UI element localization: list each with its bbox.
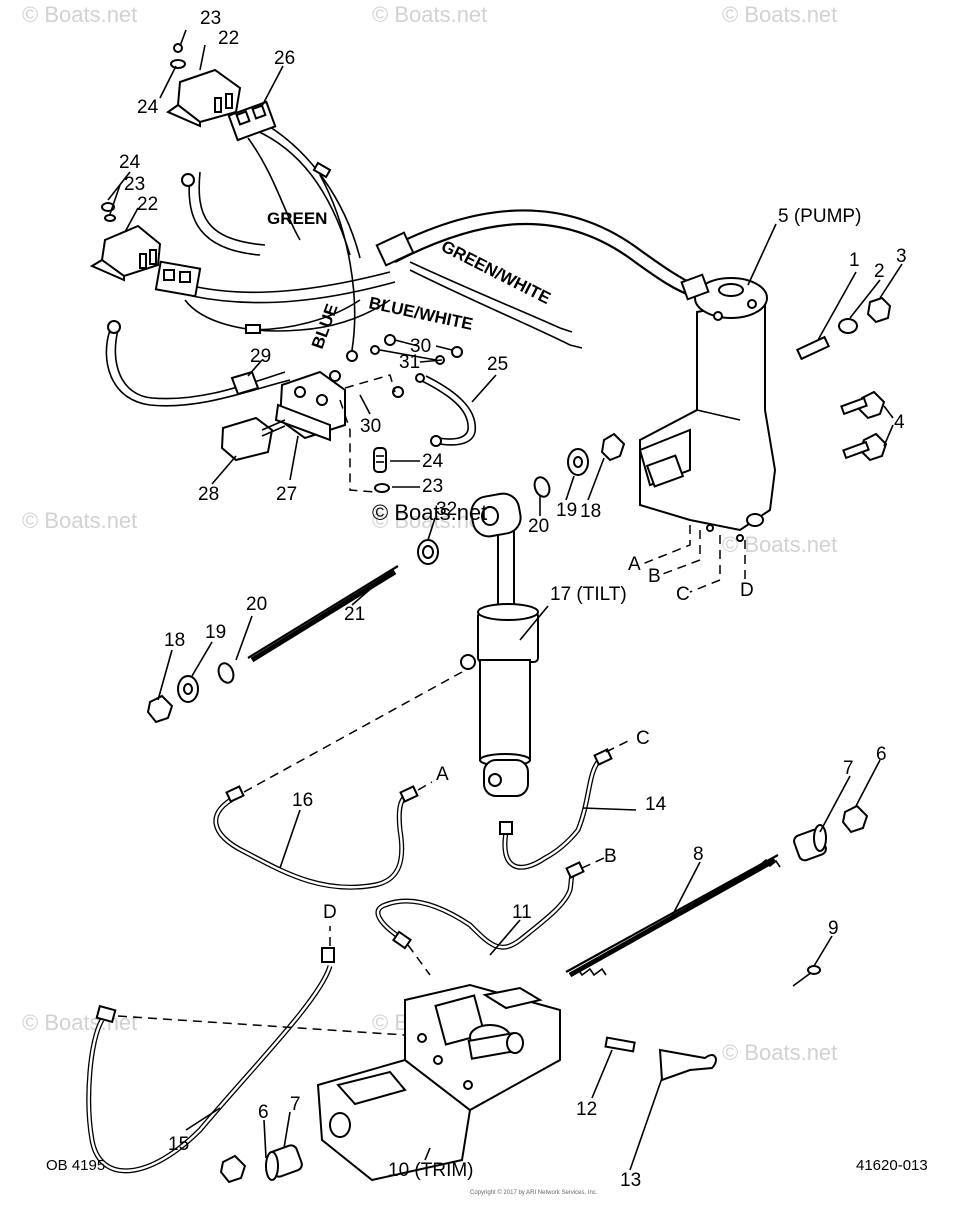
callout-6: 6: [876, 744, 887, 765]
connection-letter-a: A: [436, 764, 449, 785]
watermark: © Boats.net: [722, 1040, 837, 1065]
callout-12: 12: [576, 1099, 597, 1120]
callout-16: 16: [292, 790, 313, 811]
connection-letter-d: D: [323, 902, 337, 923]
callout-3: 3: [896, 246, 907, 267]
connection-letter-d: D: [740, 580, 754, 601]
callout-31: 31: [399, 352, 420, 373]
pivot-shaft: [146, 565, 399, 724]
callout-1: 1: [849, 250, 860, 271]
wire-label-blue-white: BLUE/WHITE: [367, 293, 474, 334]
callout-24: 24: [137, 97, 159, 118]
switch-bracket-assembly: [220, 334, 477, 493]
connection-letter-a: A: [628, 554, 641, 575]
watermark: © Boats.net: [372, 508, 487, 533]
hydraulic-lines: [86, 671, 631, 1174]
watermark: © Boats.net: [722, 2, 837, 27]
wire-label-green: GREEN: [267, 209, 327, 228]
connection-letter-b: B: [648, 566, 661, 587]
callout-24: 24: [119, 152, 141, 173]
callout-8: 8: [693, 844, 704, 865]
wire-color-labels: GREEN GREEN/WHITE BLUE BLUE/WHITE: [267, 209, 554, 351]
wiring-harness: [105, 100, 696, 407]
callout-10-trim: 10 (TRIM): [388, 1160, 474, 1181]
callout-4: 4: [894, 412, 905, 433]
callout-6: 6: [258, 1102, 269, 1123]
wire-label-green-white: GREEN/WHITE: [438, 237, 554, 308]
callout-18: 18: [580, 501, 601, 522]
callout-26: 26: [274, 48, 295, 69]
callout-20: 20: [528, 516, 549, 537]
callout-27: 27: [276, 484, 297, 505]
callout-21: 21: [344, 604, 365, 625]
leader-lines: [107, 29, 903, 1171]
pump-hardware: [795, 296, 892, 462]
relay-upper: [165, 43, 242, 128]
callout-20: 20: [246, 594, 267, 615]
wire-label-blue: BLUE: [308, 301, 342, 351]
pump-assembly: [638, 273, 777, 593]
trim-cylinder: [316, 983, 561, 1182]
callout-25: 25: [487, 354, 508, 375]
footer-left-code: OB 4195: [46, 1157, 105, 1174]
callout-numbers: 23 22 24 26 24 23 22 5 (PUMP) 1 2 3 4 25…: [119, 8, 907, 1191]
callout-23: 23: [124, 174, 145, 195]
callout-7: 7: [843, 758, 854, 779]
callout-7: 7: [290, 1094, 301, 1115]
footer: OB 4195 41620-013 Copyright © 2017 by AR…: [46, 1157, 928, 1196]
connection-letter-c: C: [636, 728, 650, 749]
callout-19: 19: [556, 500, 577, 521]
footer-right-code: 41620-013: [856, 1157, 928, 1174]
callout-19: 19: [205, 622, 226, 643]
callout-24: 24: [422, 451, 444, 472]
connection-letter-c: C: [676, 584, 690, 605]
callout-18: 18: [164, 630, 185, 651]
callout-11: 11: [512, 902, 532, 923]
watermark: © Boats.net: [22, 1010, 137, 1035]
watermark: © Boats.net: [22, 2, 137, 27]
callout-29: 29: [250, 346, 271, 367]
connection-letter-b: B: [604, 846, 617, 867]
relay-lower: [89, 202, 162, 282]
watermark: © Boats.net: [22, 508, 137, 533]
callout-28: 28: [198, 484, 219, 505]
copyright-mark: © Boats.net: [372, 500, 487, 525]
callout-32: 32: [436, 499, 457, 520]
callout-9: 9: [828, 918, 839, 939]
callout-17-tilt: 17 (TILT): [550, 584, 627, 605]
watermark: © Boats.net: [372, 2, 487, 27]
callout-5-pump: 5 (PUMP): [778, 206, 861, 227]
callout-30: 30: [410, 336, 431, 357]
callout-22: 22: [218, 28, 239, 49]
tilt-cylinder: [460, 492, 539, 797]
connection-letters: A B C D A C B D: [323, 554, 754, 923]
callout-30: 30: [360, 416, 381, 437]
callout-13: 13: [620, 1170, 641, 1191]
callout-22: 22: [137, 194, 158, 215]
footer-fine-print: Copyright © 2017 by ARI Network Services…: [470, 1189, 598, 1196]
trim-rod: [219, 804, 869, 1184]
callout-14: 14: [645, 794, 667, 815]
callout-23: 23: [422, 476, 443, 497]
callout-2: 2: [874, 261, 885, 282]
tilt-pivot-hardware-right: [417, 432, 626, 565]
callout-23: 23: [200, 8, 221, 29]
callout-15: 15: [168, 1134, 189, 1155]
